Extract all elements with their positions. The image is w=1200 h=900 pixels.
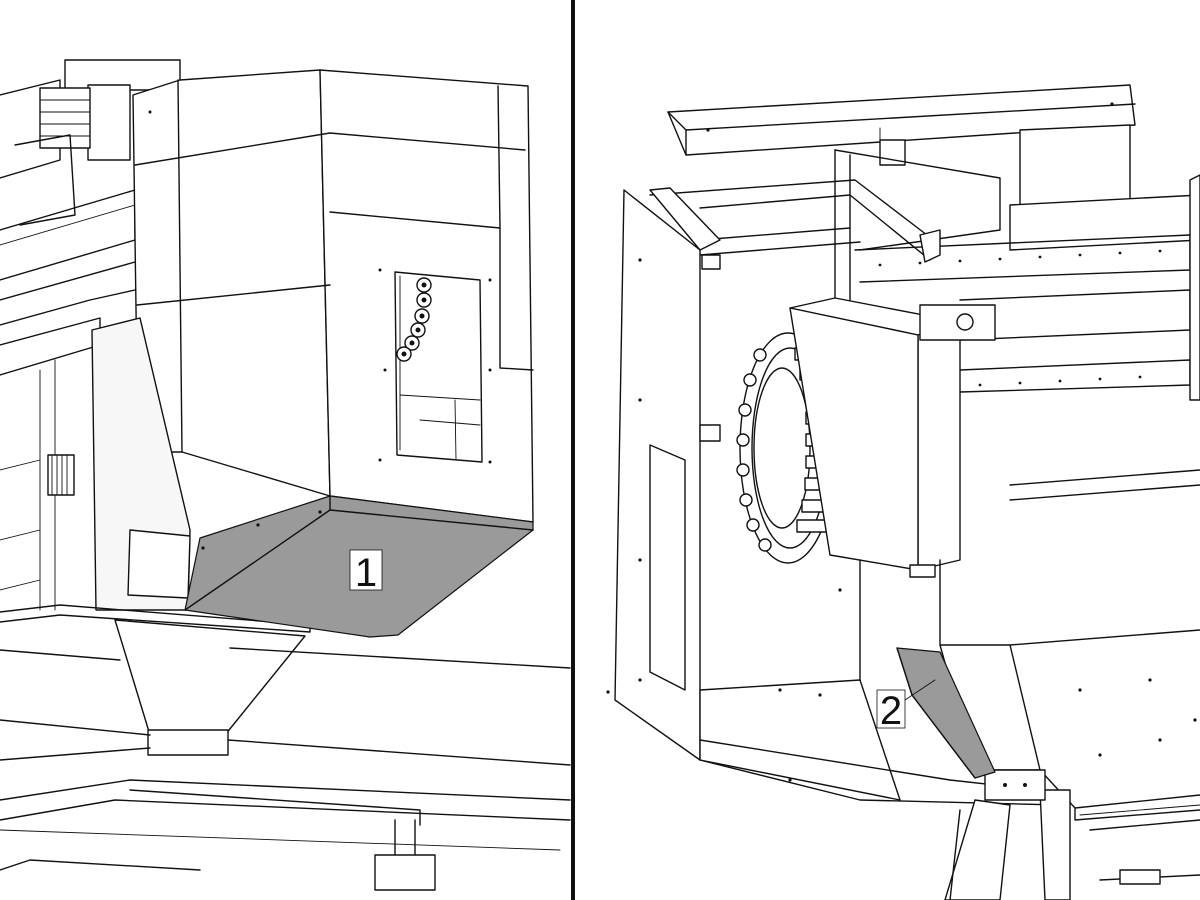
left-machine-frame [0, 59, 181, 611]
callout-1: 1 [349, 549, 383, 595]
enclosure-side-panel [606, 187, 721, 761]
left-base-structure [0, 317, 571, 891]
callout-1-label: 1 [355, 551, 377, 595]
right-support-leg [944, 769, 1046, 900]
left-spindle-motor [39, 87, 91, 149]
crossbeam-frame [649, 149, 1001, 321]
spindle-head-housing [132, 69, 534, 606]
enclosure-floor [699, 559, 1061, 806]
right-rear-frame [854, 124, 1200, 501]
top-gantry-rail [667, 84, 1136, 166]
carousel-motor-box [789, 297, 996, 578]
left-cable-chain [47, 454, 75, 496]
tool-pockets-visible [396, 277, 432, 362]
callout-2-label: 2 [880, 689, 902, 733]
callout-2: 2 [876, 689, 906, 733]
machine-table [1009, 629, 1200, 900]
tool-changer-window [394, 271, 483, 463]
right-panel: 2 [606, 84, 1200, 900]
highlighted-part-2 [896, 647, 996, 779]
rail-holes [878, 249, 1162, 387]
left-panel: 1 [0, 59, 571, 891]
